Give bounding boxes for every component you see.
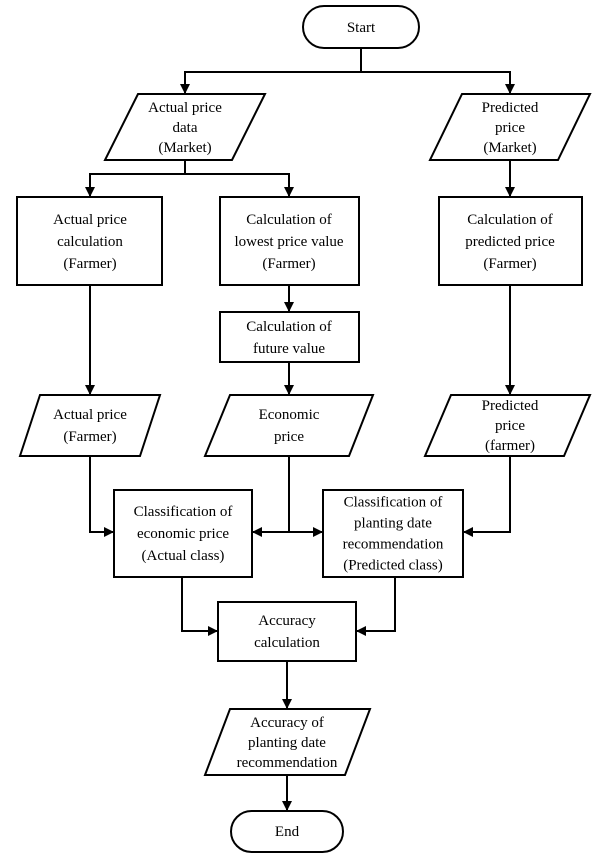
node-label-line: End: [275, 824, 300, 840]
edge-actual-farmer-to-class-economic: [89, 456, 114, 537]
node-label-line: calculation: [254, 635, 320, 651]
node-accuracy-result: Accuracy of planting date recommendation: [203, 708, 372, 776]
node-label-line: future value: [253, 341, 325, 357]
node-label-line: Accuracy of: [250, 715, 324, 731]
node-accuracy-calc-label: Accuracy calculation: [254, 613, 320, 651]
node-label-line: predicted price: [465, 234, 555, 250]
node-label-line: (Actual class): [142, 548, 225, 564]
class-economic-box: [113, 489, 253, 578]
node-class-planting-label: Classification of planting date recommenda…: [343, 495, 444, 574]
node-label-line: Classification of: [344, 495, 443, 511]
node-predicted-price-calc-label: Calculation of predicted price (Farmer): [465, 212, 555, 272]
actual-price-farmer-parallelogram: [18, 394, 162, 457]
node-end-label: End: [275, 824, 300, 840]
node-label-line: (Farmer): [63, 256, 116, 272]
node-actual-price-market-label: Actual price data (Market): [148, 100, 222, 156]
node-label-line: (Farmer): [262, 256, 315, 272]
node-class-economic: Classification of economic price (Actual c…: [113, 489, 253, 578]
node-label-line: Actual price: [53, 407, 127, 423]
actual-price-calc-box: [16, 196, 163, 286]
edge-start-to-predicted-market: [361, 71, 515, 94]
node-label-line: data: [173, 120, 198, 136]
class-planting-box: [322, 489, 464, 578]
edge-class-economic-to-accuracy: [181, 577, 218, 636]
accuracy-result-parallelogram: [203, 708, 372, 776]
node-class-planting: Classification of planting date recommenda…: [322, 489, 464, 578]
node-label-line: Predicted: [482, 398, 539, 414]
node-label-line: Calculation of: [246, 212, 331, 228]
node-actual-price-calc-label: Actual price calculation (Farmer): [53, 212, 127, 272]
predicted-price-farmer-parallelogram: [423, 394, 592, 457]
node-label-line: planting date: [248, 735, 326, 751]
node-label-line: lowest price value: [234, 234, 343, 250]
node-label-line: planting date: [354, 516, 432, 532]
predicted-price-market-parallelogram: [428, 93, 592, 161]
node-predicted-price-calc: Calculation of predicted price (Farmer): [438, 196, 583, 286]
accuracy-calc-box: [217, 601, 357, 662]
node-label-line: Classification of: [134, 504, 233, 520]
node-label-line: (Market): [158, 140, 211, 156]
node-economic-price: Economic price: [203, 394, 375, 457]
future-value-calc-box: [219, 311, 360, 363]
edge-predicted-farmer-to-class-planting: [463, 456, 511, 537]
predicted-price-calc-box: [438, 196, 583, 286]
nodes: Start Actual price data (Market) Predicted…: [16, 5, 592, 853]
node-label-line: Economic: [259, 407, 320, 423]
node-label-line: Calculation of: [246, 319, 331, 335]
edge-class-planting-to-accuracy: [356, 577, 396, 636]
node-actual-price-calc: Actual price calculation (Farmer): [16, 196, 163, 286]
node-actual-price-farmer-label: Actual price (Farmer): [53, 407, 127, 445]
node-label-line: (Farmer): [63, 429, 116, 445]
node-label-line: (farmer): [485, 438, 535, 454]
node-label-line: Predicted: [482, 100, 539, 116]
node-future-value-calc: Calculation of future value: [219, 311, 360, 363]
node-label-line: (Farmer): [483, 256, 536, 272]
edges: [85, 48, 515, 811]
node-accuracy-calc: Accuracy calculation: [217, 601, 357, 662]
node-label-line: (Predicted class): [343, 558, 443, 574]
node-future-value-calc-label: Calculation of future value: [246, 319, 331, 357]
node-label-line: recommendation: [237, 755, 338, 771]
node-actual-price-market: Actual price data (Market): [103, 93, 267, 161]
node-economic-price-label: Economic price: [259, 407, 320, 445]
edge-start-to-actual-market: [180, 71, 361, 94]
node-label-line: recommendation: [343, 537, 444, 553]
node-class-economic-label: Classification of economic price (Actual c…: [134, 504, 233, 564]
start-terminal: [302, 5, 420, 49]
node-predicted-price-farmer: Predicted price (farmer): [423, 394, 592, 457]
end-terminal: [230, 810, 344, 853]
node-label-line: price: [274, 429, 304, 445]
node-label-line: economic price: [137, 526, 229, 542]
node-label-line: Actual price: [53, 212, 127, 228]
node-predicted-price-market-label: Predicted price (Market): [482, 100, 539, 156]
node-label-line: price: [495, 418, 525, 434]
node-predicted-price-market: Predicted price (Market): [428, 93, 592, 161]
node-label-line: calculation: [57, 234, 123, 250]
actual-price-market-parallelogram: [103, 93, 267, 161]
edge-actual-market-to-lowest-calc: [185, 173, 294, 197]
node-start: Start: [302, 5, 420, 49]
node-label-line: price: [495, 120, 525, 136]
node-end: End: [230, 810, 344, 853]
node-predicted-price-farmer-label: Predicted price (farmer): [482, 398, 539, 454]
node-start-label: Start: [347, 20, 376, 36]
node-label-line: Accuracy: [258, 613, 316, 629]
node-label-line: Actual price: [148, 100, 222, 116]
economic-price-parallelogram: [203, 394, 375, 457]
edge-actual-market-to-actual-calc: [85, 173, 185, 197]
node-lowest-price-calc-label: Calculation of lowest price value (Farmer): [234, 212, 343, 272]
node-accuracy-result-label: Accuracy of planting date recommendation: [237, 715, 338, 771]
node-actual-price-farmer: Actual price (Farmer): [18, 394, 162, 457]
node-label-line: Calculation of: [467, 212, 552, 228]
node-lowest-price-calc: Calculation of lowest price value (Farmer): [219, 196, 360, 286]
node-label-line: Start: [347, 20, 376, 36]
lowest-price-calc-box: [219, 196, 360, 286]
node-label-line: (Market): [483, 140, 536, 156]
